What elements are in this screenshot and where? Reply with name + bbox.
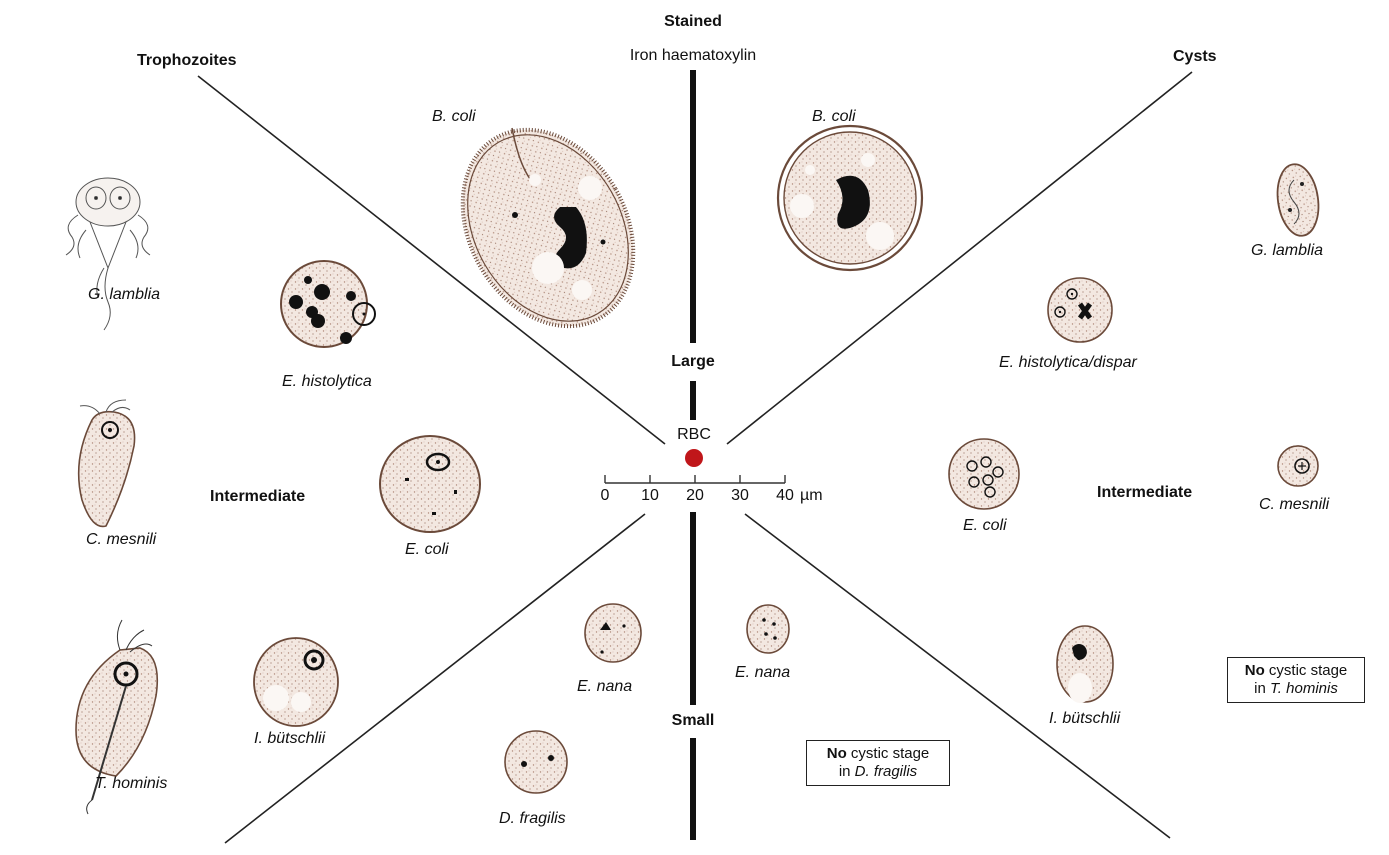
note-prefix: in [839,763,855,780]
no-cyst-d-fragilis-note: No cystic stage in D. fragilis [806,740,950,786]
e-histolytica-trophozoite-figure [281,261,375,347]
i-butschlii-cyst-label: I. bütschlii [1049,711,1120,727]
large-heading: Large [671,354,715,370]
i-butschlii-cyst-figure [1057,626,1113,703]
c-mesnili-trophozoite-figure [79,400,135,526]
g-lamblia-trophozoite-figure [66,178,150,330]
trophozoites-heading: Trophozoites [137,53,237,69]
note-prefix: in [1254,680,1270,697]
b-coli-cyst-label: B. coli [812,109,856,125]
b-coli-cyst-figure [778,126,922,270]
cysts-heading: Cysts [1173,49,1217,65]
note-text: cystic stage [1265,662,1348,679]
scale-tick-label: 30 [731,488,749,504]
note-no: No [827,745,847,762]
intermediate-left-heading: Intermediate [210,489,305,505]
scale-tick-label: 10 [641,488,659,504]
e-histolytica-trophozoite-label: E. histolytica [282,374,372,390]
intermediate-right-heading: Intermediate [1097,485,1192,501]
e-coli-trophozoite-figure [380,436,480,532]
stain-method-label: Iron haematoxylin [630,48,756,64]
scale-bar [605,475,785,483]
note-no: No [1245,662,1265,679]
e-nana-cyst-label: E. nana [735,665,790,681]
stained-heading: Stained [664,14,722,30]
e-coli-cyst-figure [949,439,1019,509]
i-butschlii-trophozoite-figure [254,638,338,726]
e-coli-trophozoite-label: E. coli [405,542,449,558]
note-species: T. hominis [1270,680,1338,697]
note-species: D. fragilis [855,763,918,780]
d-fragilis-trophozoite-figure [505,731,567,793]
rbc-label: RBC [677,427,711,443]
g-lamblia-trophozoite-label: G. lamblia [88,287,160,303]
b-coli-trophozoite-figure [428,99,667,357]
divider-upper-right [727,72,1192,444]
note-text: cystic stage [847,745,930,762]
scale-unit-label: µm [800,488,823,504]
c-mesnili-trophozoite-label: C. mesnili [86,532,156,548]
scale-tick-label: 20 [686,488,704,504]
e-coli-cyst-label: E. coli [963,518,1007,534]
b-coli-trophozoite-label: B. coli [432,109,476,125]
g-lamblia-cyst-figure [1273,162,1323,239]
c-mesnili-cyst-figure [1278,446,1318,486]
scale-tick-label: 0 [601,488,610,504]
d-fragilis-trophozoite-label: D. fragilis [499,811,566,827]
g-lamblia-cyst-label: G. lamblia [1251,243,1323,259]
i-butschlii-trophozoite-label: I. bütschlii [254,731,325,747]
rbc-dot [685,449,703,467]
e-nana-trophozoite-figure [585,604,641,662]
scale-tick-label: 40 [776,488,794,504]
t-hominis-trophozoite-label: T. hominis [95,776,167,792]
e-histolytica-dispar-cyst-label: E. histolytica/dispar [999,355,1137,371]
e-nana-cyst-figure [747,605,789,653]
small-heading: Small [672,713,715,729]
e-nana-trophozoite-label: E. nana [577,679,632,695]
no-cyst-t-hominis-note: No cystic stage in T. hominis [1227,657,1365,703]
e-histolytica-dispar-cyst-figure [1048,278,1112,342]
c-mesnili-cyst-label: C. mesnili [1259,497,1329,513]
